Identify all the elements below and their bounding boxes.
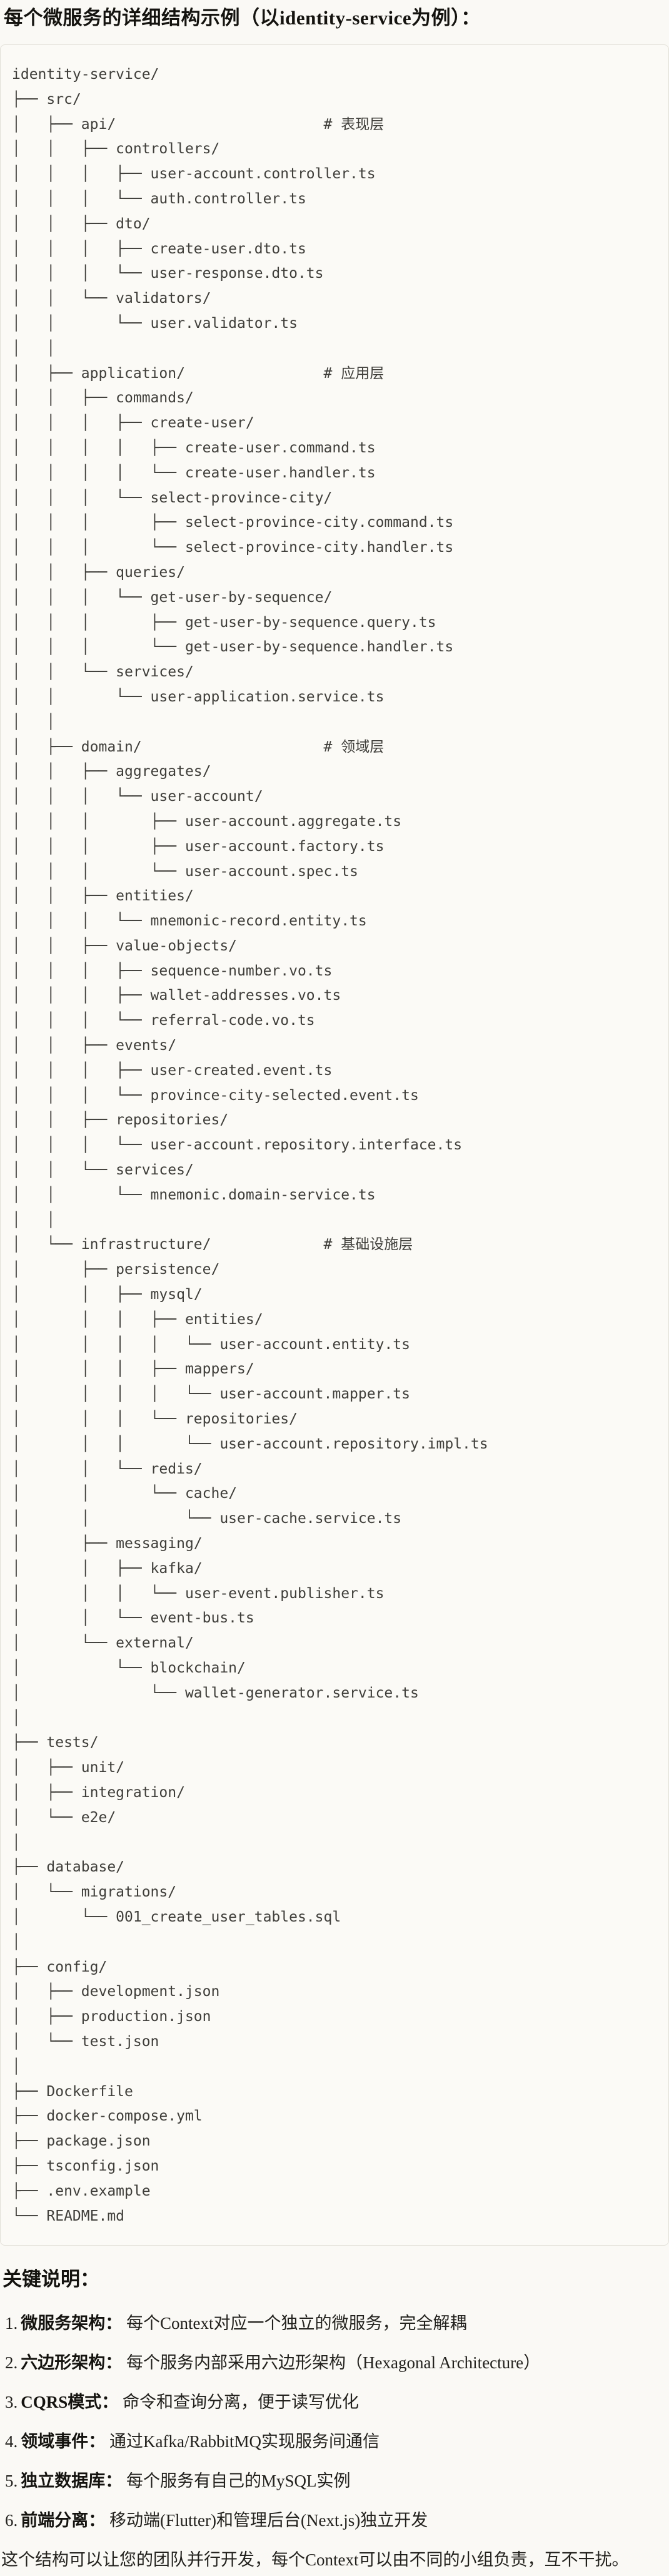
note-text: 命令和查询分离，便于读写优化 [118, 2393, 360, 2412]
footer-paragraph: 这个结构可以让您的团队并行开发，每个Context可以由不同的小组负责，互不干扰… [1, 2550, 629, 2570]
key-notes-list: 1.微服务架构： 每个Context对应一个独立的微服务，完全解耦 2.六边形架构… [0, 2311, 669, 2533]
file-tree-pre: identity-service/ ├── src/ │ ├── api/ # … [12, 66, 488, 2224]
note-number: 3. [5, 2393, 18, 2412]
note-item-3: 3.CQRS模式： 命令和查询分离，便于读写优化 [5, 2390, 664, 2415]
note-number: 6. [5, 2511, 18, 2530]
note-item-5: 5.独立数据库： 每个服务有自己的MySQL实例 [5, 2468, 664, 2493]
note-label: 微服务架构： [21, 2314, 123, 2333]
key-notes-heading: 关键说明： [3, 2268, 99, 2291]
code-block: identity-service/ ├── src/ │ ├── api/ # … [0, 44, 669, 2246]
page-title: 每个微服务的详细结构示例（以identity-service为例）： [4, 7, 481, 29]
note-text: 每个Context对应一个独立的微服务，完全解耦 [122, 2314, 467, 2333]
note-item-4: 4.领域事件： 通过Kafka/RabbitMQ实现服务间通信 [5, 2429, 664, 2454]
note-number: 5. [5, 2472, 18, 2491]
note-label: 独立数据库： [21, 2472, 123, 2491]
note-label: CQRS模式： [21, 2393, 119, 2412]
note-number: 4. [5, 2432, 18, 2451]
note-number: 2. [5, 2353, 18, 2373]
note-item-2: 2.六边形架构： 每个服务内部采用六边形架构（Hexagonal Archite… [5, 2350, 664, 2375]
note-text: 每个服务有自己的MySQL实例 [122, 2472, 351, 2491]
note-item-1: 1.微服务架构： 每个Context对应一个独立的微服务，完全解耦 [5, 2311, 664, 2336]
note-label: 六边形架构： [21, 2353, 123, 2373]
note-number: 1. [5, 2314, 18, 2333]
note-label: 领域事件： [21, 2432, 106, 2451]
note-item-6: 6.前端分离： 移动端(Flutter)和管理后台(Next.js)独立开发 [5, 2508, 664, 2533]
note-text: 每个服务内部采用六边形架构（Hexagonal Architecture） [122, 2353, 541, 2373]
note-label: 前端分离： [21, 2511, 106, 2530]
note-text: 通过Kafka/RabbitMQ实现服务间通信 [105, 2432, 380, 2451]
note-text: 移动端(Flutter)和管理后台(Next.js)独立开发 [105, 2511, 428, 2530]
